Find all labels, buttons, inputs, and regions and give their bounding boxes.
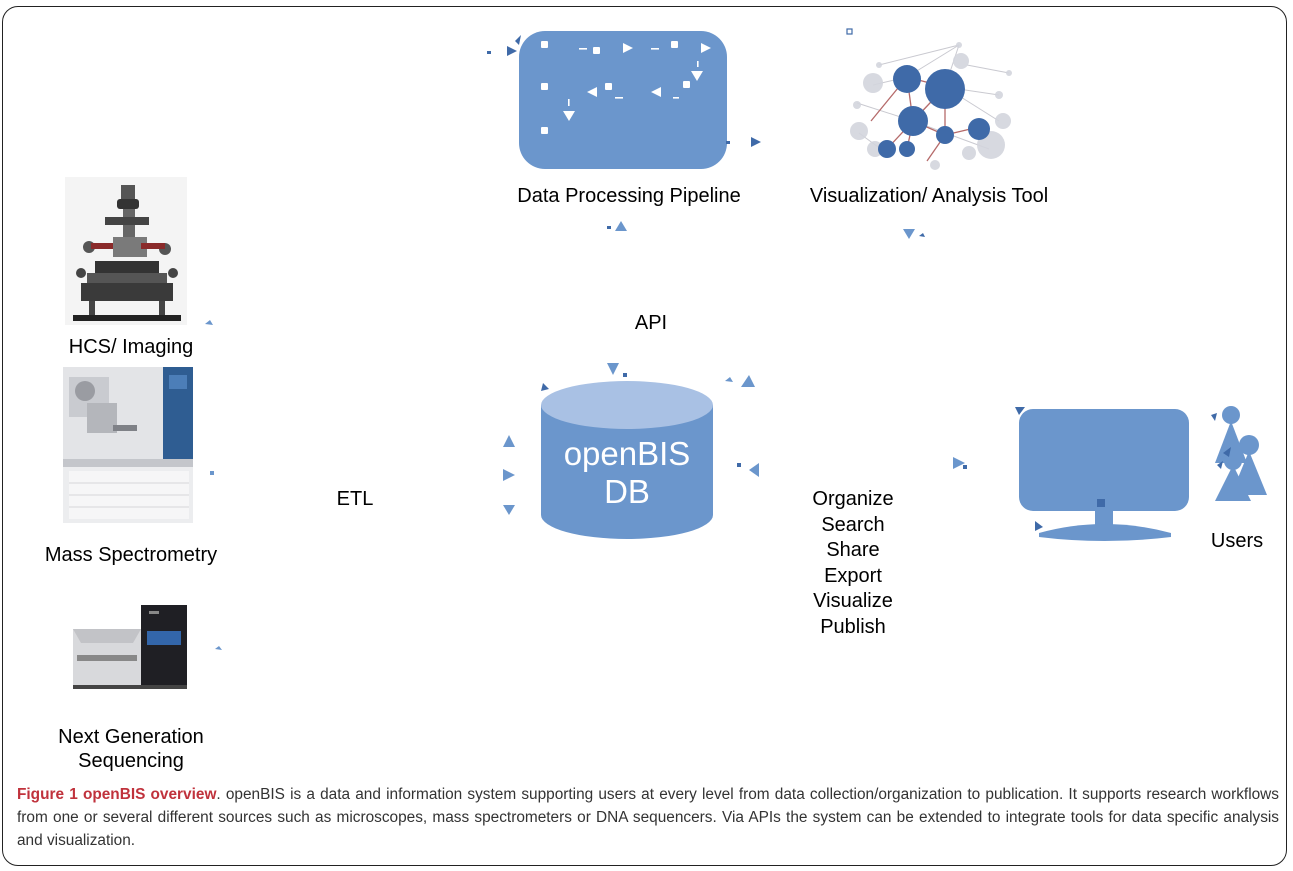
mass-spec-label: Mass Spectrometry <box>44 544 218 566</box>
arrow-marker <box>903 229 925 239</box>
action-search: Search <box>821 513 885 536</box>
actions-list: Organize Search Share Export Visualize P… <box>763 487 943 641</box>
sequencer-icon <box>73 605 187 689</box>
vis-tool-label: Visualization/ Analysis Tool <box>809 185 1049 207</box>
hcs-label: HCS/ Imaging <box>68 336 194 358</box>
network-graph-icon <box>846 28 1012 170</box>
microscope-icon <box>65 177 187 325</box>
caption-text: openBIS is a data and information system… <box>17 786 1279 849</box>
etl-arrows <box>503 435 515 515</box>
ngs-label-line1: Next Generation <box>58 726 204 748</box>
ngs-label-line2: Sequencing <box>78 750 184 772</box>
caption-title: Figure 1 openBIS overview <box>17 786 217 803</box>
pipeline-box <box>487 31 761 169</box>
figure-caption: Figure 1 openBIS overview. openBIS is a … <box>17 786 1279 849</box>
monitor-icon <box>1015 407 1189 541</box>
api-arrows <box>725 375 755 387</box>
arrow-marker <box>215 646 222 650</box>
arrow-marker <box>953 457 967 469</box>
action-organize: Organize <box>812 488 894 510</box>
mass-spectrometer-icon <box>63 367 193 523</box>
api-label: API <box>634 312 668 334</box>
action-publish: Publish <box>820 615 886 638</box>
action-visualize: Visualize <box>813 590 893 613</box>
arrow-marker <box>607 221 627 231</box>
db-label-line1: openBIS <box>563 435 691 472</box>
db-label: openBIS DB <box>539 435 715 511</box>
figure-frame: Data Processing Pipeline Visualization/ … <box>2 6 1287 866</box>
db-label-line2: DB <box>604 473 650 510</box>
pipeline-label: Data Processing Pipeline <box>517 185 741 207</box>
arrow-marker <box>205 320 213 325</box>
users-icon <box>1211 406 1267 501</box>
api-arrows <box>607 363 627 377</box>
users-label: Users <box>1210 530 1264 552</box>
ngs-label: Next Generation Sequencing <box>31 725 231 773</box>
arrow-marker <box>737 463 759 477</box>
action-share: Share <box>826 539 880 562</box>
database-icon <box>541 381 713 539</box>
etl-label: ETL <box>336 488 374 510</box>
action-export: Export <box>824 564 882 587</box>
arrow-marker <box>210 471 214 475</box>
